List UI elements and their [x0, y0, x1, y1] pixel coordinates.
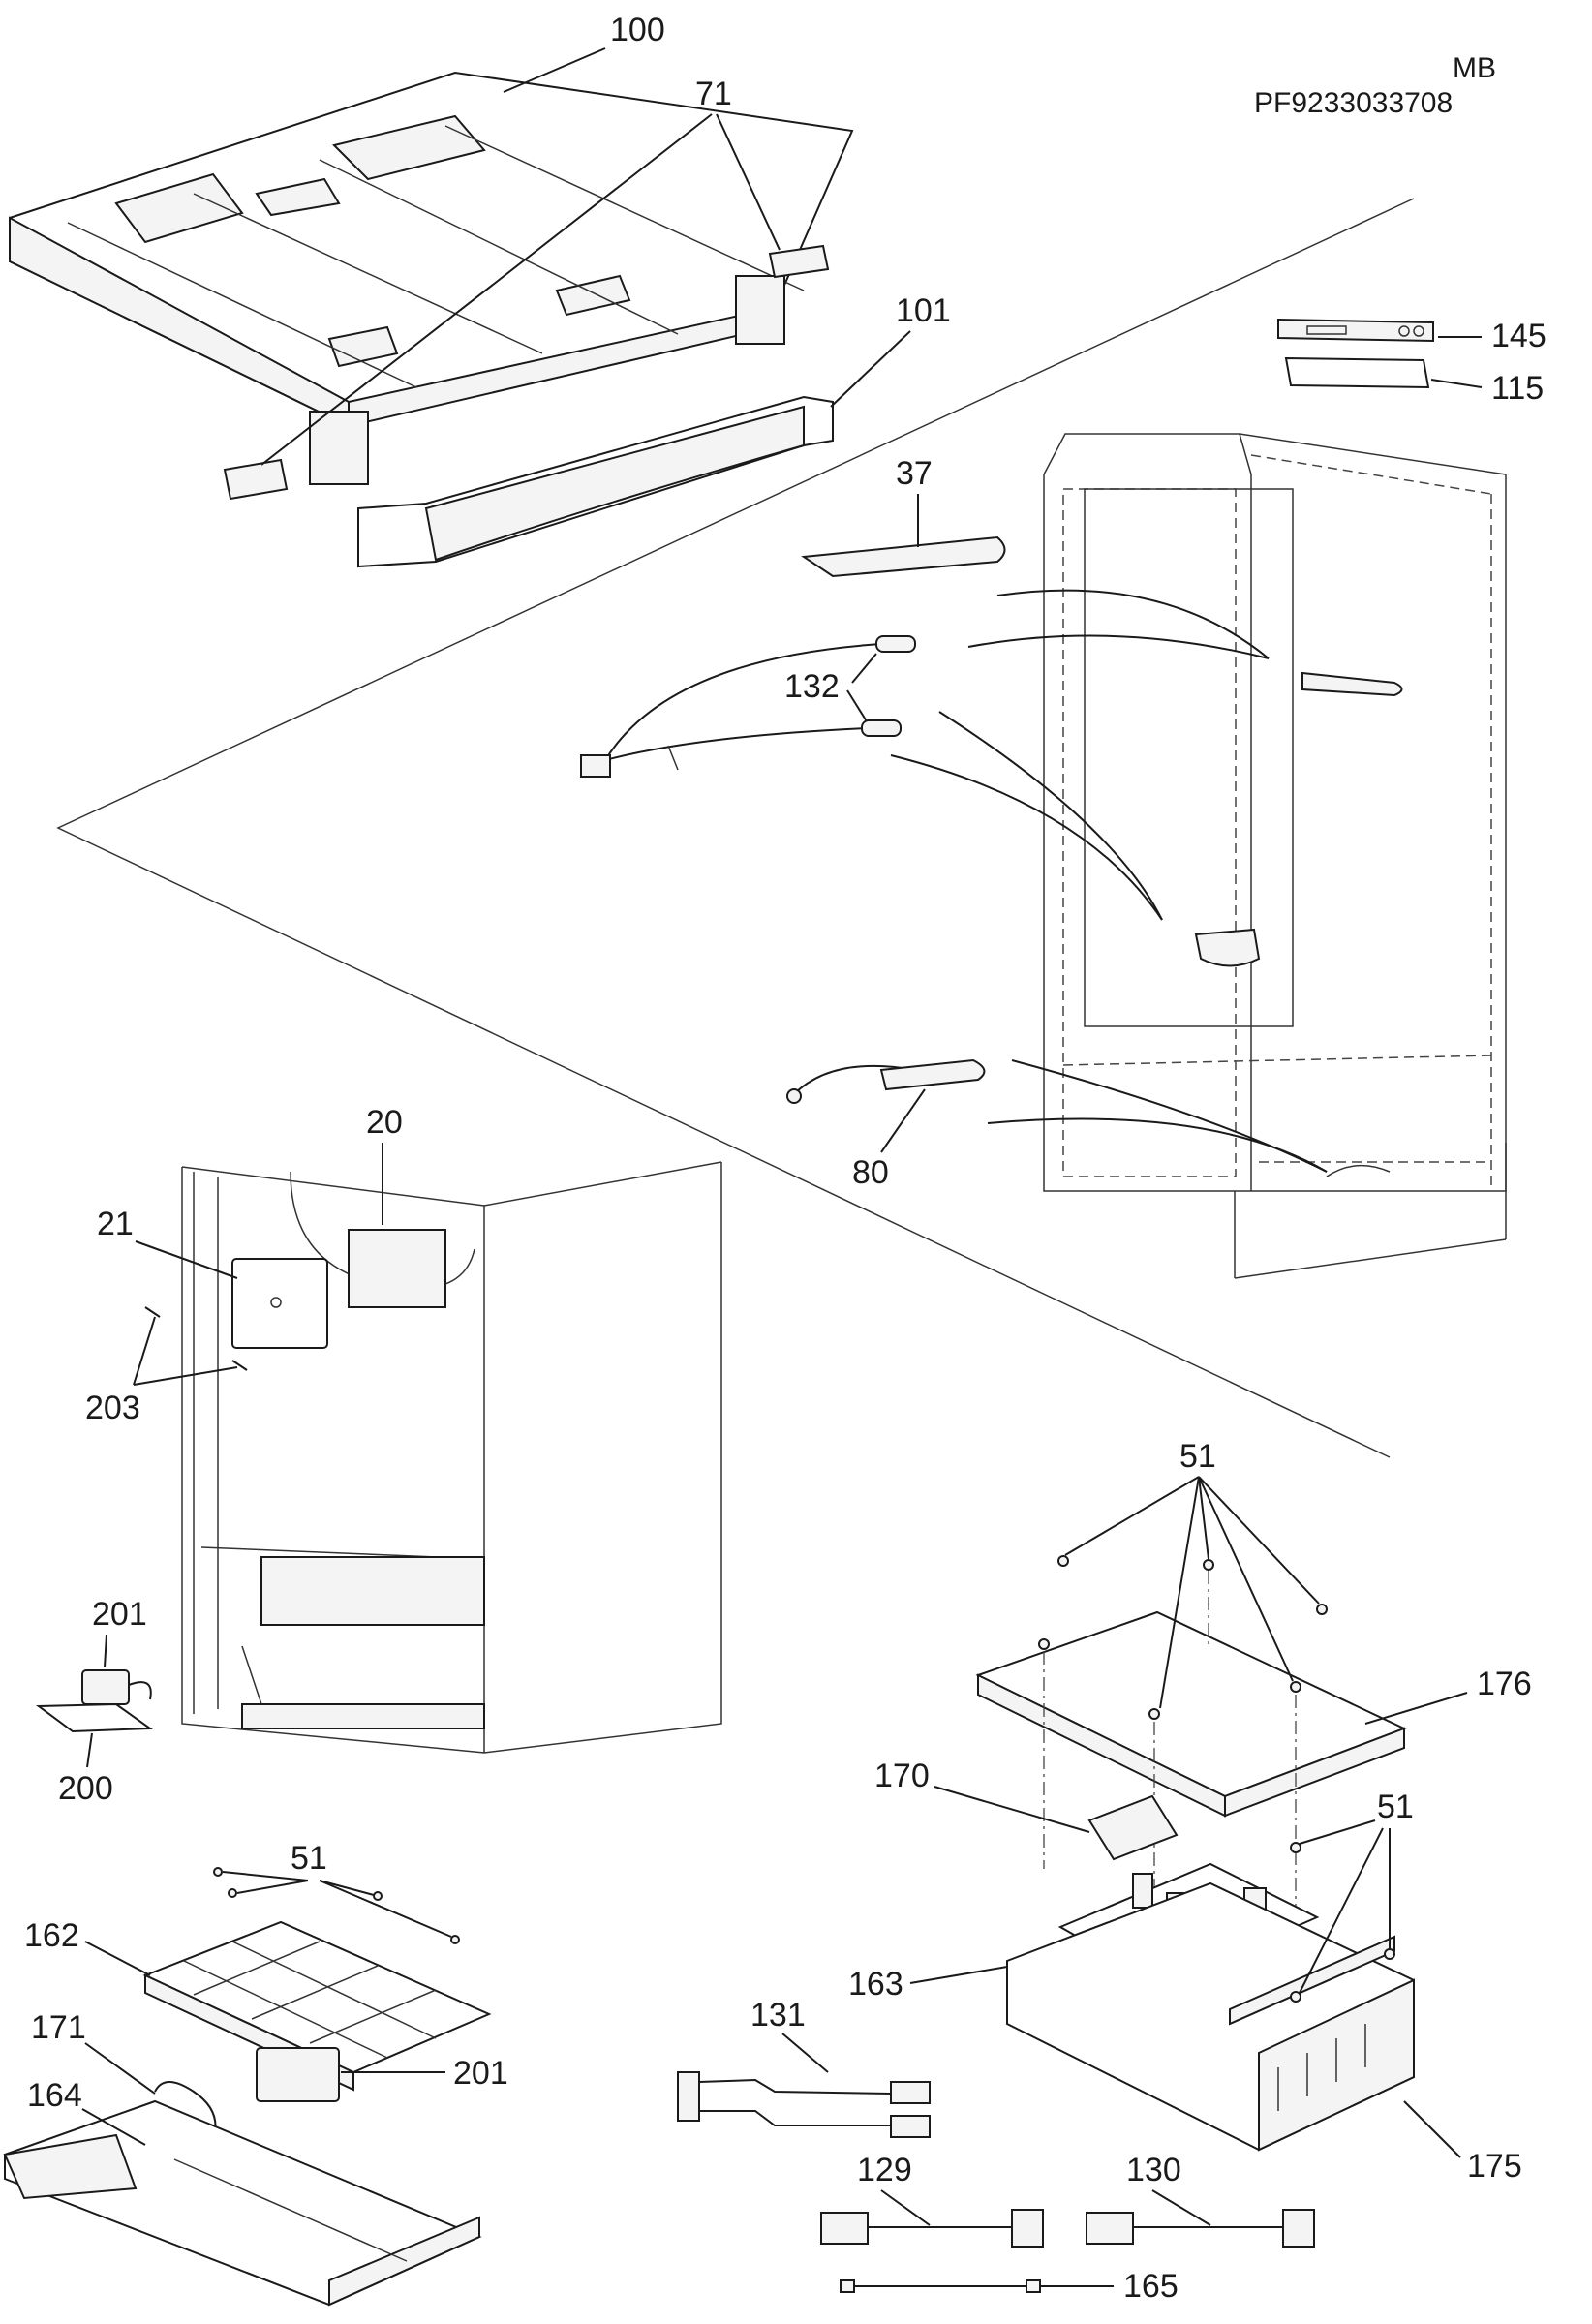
label-130: 130 [1126, 2152, 1181, 2188]
label-163: 163 [848, 1966, 903, 2003]
label-171: 171 [31, 2009, 86, 2046]
cable-part-130 [1086, 2209, 1315, 2248]
cable-part-165 [840, 2279, 1041, 2293]
display-cover-part-115 [1284, 356, 1430, 389]
label-132: 132 [784, 668, 840, 705]
label-37: 37 [896, 455, 933, 492]
cover-part-21 [231, 1258, 328, 1349]
label-115: 115 [1491, 370, 1544, 407]
screw-part-203-a [144, 1306, 161, 1318]
label-101: 101 [896, 292, 951, 329]
bracket-part-200 [36, 1702, 153, 1733]
filter-part-201 [81, 1669, 152, 1705]
control-box-part-20 [348, 1229, 446, 1308]
label-80: 80 [852, 1154, 889, 1191]
refrigerator-back [181, 1161, 722, 1754]
label-165: 165 [1123, 2268, 1179, 2305]
sensor-part-80 [786, 1058, 986, 1104]
section-divider [56, 198, 1415, 1458]
model-code: MB [1453, 52, 1496, 84]
label-200: 200 [58, 1770, 113, 1807]
cable-part-129 [820, 2209, 1044, 2248]
label-20: 20 [366, 1104, 403, 1141]
label-164: 164 [27, 2077, 82, 2114]
label-51-right: 51 [1377, 1789, 1414, 1825]
label-170: 170 [874, 1758, 930, 1794]
wifi-module-part-170 [1087, 1794, 1179, 1861]
label-100: 100 [610, 12, 665, 48]
screw-part-51-r3 [1384, 1948, 1395, 1960]
label-145: 145 [1491, 318, 1546, 354]
screws-part-51-left [213, 1867, 460, 1944]
display-board-part-145 [1277, 318, 1434, 343]
filter-part-201-b [256, 2047, 340, 2102]
label-162: 162 [24, 1917, 79, 1954]
wire-part-171 [154, 2081, 217, 2141]
sensor-holder-part-37 [801, 535, 1006, 578]
label-176: 176 [1477, 1666, 1532, 1702]
label-51-top: 51 [1179, 1438, 1216, 1475]
screw-part-51-r1 [1290, 1842, 1301, 1853]
label-131: 131 [750, 1997, 806, 2034]
screws-part-51-top [1038, 1555, 1328, 1720]
label-201-b: 201 [453, 2055, 508, 2092]
handle-part-101 [357, 395, 834, 568]
board-cover-part-176 [975, 1610, 1407, 1818]
board-housing-part-175 [1006, 1881, 1415, 2152]
sensor-wire-part-132 [580, 635, 916, 778]
part-number: PF9233033708 [1254, 87, 1453, 119]
screw-part-203-b [231, 1360, 248, 1371]
label-129: 129 [857, 2152, 912, 2188]
label-21: 21 [97, 1206, 134, 1242]
clip-part-71-b [223, 458, 289, 501]
cable-part-131 [677, 2071, 931, 2138]
label-71: 71 [695, 76, 732, 112]
screw-part-51-r2 [1290, 1991, 1301, 2003]
clip-part-71-a [768, 244, 830, 279]
top-tray-part-100 [9, 71, 854, 485]
housing-part-164 [3, 2099, 482, 2307]
label-201-a: 201 [92, 1596, 147, 1633]
label-203: 203 [85, 1390, 140, 1426]
cabinet-outline [1043, 433, 1507, 1279]
label-51-left: 51 [291, 1840, 327, 1877]
label-175: 175 [1467, 2148, 1522, 2185]
